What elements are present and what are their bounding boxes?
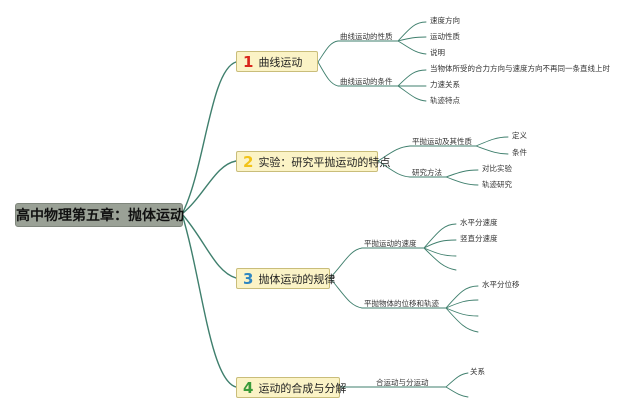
- branch-t1s1-leaf3: [397, 40, 427, 55]
- leaf-t3-2-1: 水平分位移: [482, 280, 520, 289]
- branch-t1s2-leaf3: [397, 85, 427, 102]
- leaf-t1-2-1: 当物体所受的合力方向与速度方向不再同一条直线上时: [430, 64, 610, 73]
- branch-t1-sub2: [317, 61, 339, 87]
- topic-3: 3 抛体运动的规律: [236, 268, 335, 289]
- leaf-t2-1-2: 条件: [512, 148, 527, 157]
- branch-t1-sub1: [317, 40, 339, 63]
- branch-t3-sub1: [329, 247, 363, 279]
- branch-t3s1-leaf1: [423, 223, 457, 249]
- subtopic-t2-2: 研究方法: [412, 168, 442, 177]
- subtopic-t1-2: 曲线运动的条件: [340, 77, 393, 86]
- branch-t1s1-leaf1: [397, 21, 427, 42]
- subtopic-t3-1: 平抛运动的速度: [364, 239, 417, 248]
- leaf-t1-2-3: 轨迹特点: [430, 96, 460, 105]
- root-topic: 高中物理第五章：抛体运动: [15, 203, 184, 227]
- branch-t2s1-leaf2: [475, 145, 509, 155]
- subtopic-t3-2: 平抛物体的位移和轨迹: [364, 299, 439, 308]
- topic-number: 3: [243, 269, 254, 288]
- leaf-t3-1-1: 水平分速度: [460, 218, 498, 227]
- topic-2: 2 实验：研究平抛运动的特点: [236, 151, 390, 172]
- branch-t2-sub1: [377, 145, 411, 162]
- branch-t3s2-stub3: [445, 307, 479, 333]
- leaf-t2-1-1: 定义: [512, 131, 527, 140]
- branch-t2s1-leaf1: [475, 136, 509, 147]
- topic-4: 4 运动的合成与分解: [236, 377, 346, 398]
- leaf-t1-1-1: 速度方向: [430, 16, 460, 25]
- branch-root-topic-3: [181, 213, 237, 279]
- topic-label: 运动的合成与分解: [258, 381, 347, 395]
- branch-t3s2-stub2: [445, 307, 479, 317]
- leaf-t1-1-2: 运动性质: [430, 32, 460, 41]
- branch-t3s2-stub1: [445, 299, 479, 309]
- branch-t3s1-stub1: [423, 247, 457, 257]
- branch-t4s1-stub1: [445, 386, 469, 398]
- branch-t3s1-leaf2: [423, 239, 457, 249]
- branch-root-topic-1: [181, 61, 237, 215]
- topic-number: 1: [243, 52, 254, 71]
- subtopic-t4-1: 合运动与分运动: [376, 378, 429, 387]
- topic-label: 曲线运动: [258, 55, 303, 69]
- leaf-t1-2-2: 力速关系: [430, 80, 460, 89]
- subtopic-t2-1: 平抛运动及其性质: [412, 137, 472, 146]
- branch-root-topic-4: [181, 213, 237, 388]
- branch-t2-sub2: [377, 160, 411, 178]
- branch-t1s1-leaf2: [397, 36, 427, 42]
- branch-t3s2-leaf1: [445, 285, 479, 309]
- topic-1: 1 曲线运动: [236, 51, 318, 72]
- leaf-t2-2-1: 对比实验: [482, 164, 512, 173]
- topic-label: 实验：研究平抛运动的特点: [258, 155, 391, 169]
- topic-number: 2: [243, 152, 254, 171]
- branch-t4s1-leaf1: [445, 372, 469, 388]
- branch-root-topic-2: [181, 160, 237, 215]
- leaf-t1-1-3: 说明: [430, 48, 445, 57]
- branch-t3-sub2: [329, 277, 363, 309]
- topic-number: 4: [243, 378, 254, 397]
- branch-t2s2-leaf1: [445, 169, 479, 178]
- branch-t3s1-stub2: [423, 247, 457, 271]
- leaf-t4-1-1: 关系: [470, 367, 485, 376]
- subtopic-t1-1: 曲线运动的性质: [340, 32, 393, 41]
- branch-t2s2-leaf2: [445, 176, 479, 186]
- leaf-t3-1-2: 竖直分速度: [460, 234, 498, 243]
- topic-label: 抛体运动的规律: [258, 272, 336, 286]
- leaf-t2-2-2: 轨迹研究: [482, 180, 512, 189]
- branch-t1s2-leaf1: [397, 69, 427, 87]
